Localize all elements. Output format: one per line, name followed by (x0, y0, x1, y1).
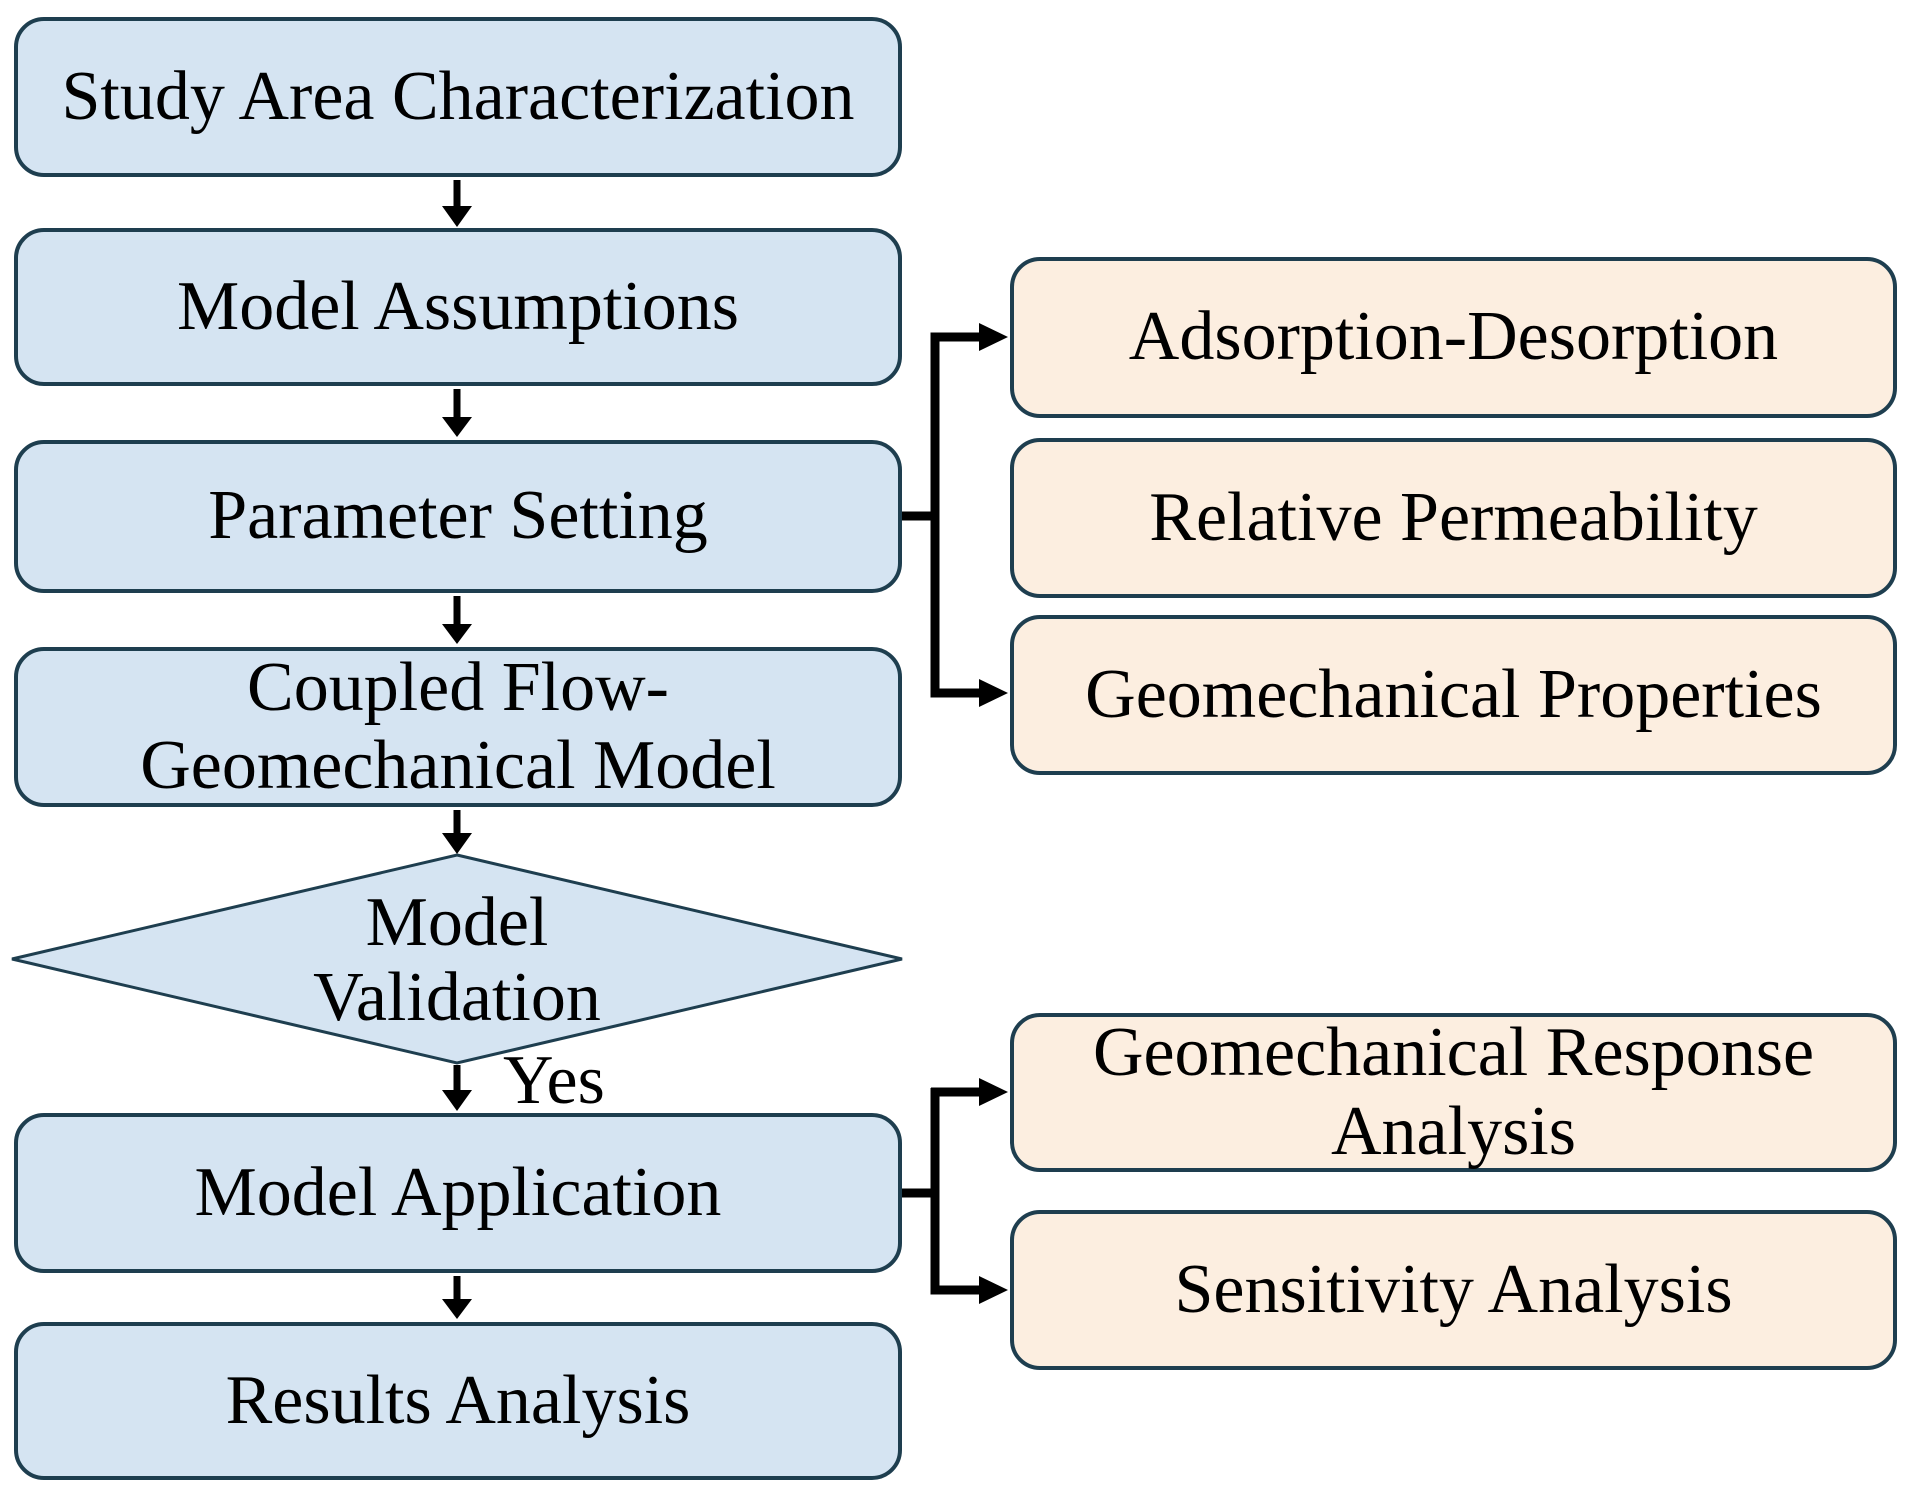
node-label: Geomechanical Response (1092, 1014, 1815, 1092)
node-label: Sensitivity Analysis (1174, 1250, 1733, 1328)
node-label: Results Analysis (225, 1361, 691, 1439)
node-sensitivity-analysis: Sensitivity Analysis (1010, 1210, 1897, 1370)
node-label: Model Application (194, 1153, 722, 1231)
node-label: Adsorption-Desorption (1128, 298, 1779, 376)
node-study-area-characterization: Study Area Characterization (14, 17, 902, 177)
node-label: Model Assumptions (176, 267, 740, 345)
node-relative-permeability: Relative Permeability (1010, 438, 1897, 598)
node-label: Parameter Setting (208, 477, 708, 555)
down-arrow (442, 596, 472, 644)
node-parameter-setting: Parameter Setting (14, 440, 902, 593)
node-label: Geomechanical Properties (1085, 655, 1822, 733)
node-label: Study Area Characterization (61, 57, 855, 135)
node-adsorption-desorption: Adsorption-Desorption (1010, 257, 1897, 418)
node-geomechanical-properties: Geomechanical Properties (1010, 615, 1897, 775)
node-label: Analysis (1331, 1092, 1576, 1170)
node-label: Geomechanical Model (140, 727, 776, 804)
down-arrow (442, 1276, 472, 1319)
node-label: Validation (313, 958, 601, 1036)
node-coupled-flow-geomechanical-model: Coupled Flow- Geomechanical Model (14, 647, 902, 807)
node-label: Relative Permeability (1149, 478, 1758, 556)
parameter-setting-branch (898, 323, 1008, 707)
decision-yes-label: Yes (503, 1042, 605, 1119)
node-model-validation: Model Validation (12, 858, 902, 1063)
node-geomechanical-response-analysis: Geomechanical Response Analysis (1010, 1013, 1897, 1172)
node-results-analysis: Results Analysis (14, 1322, 902, 1480)
down-arrow (442, 810, 472, 854)
node-model-assumptions: Model Assumptions (14, 228, 902, 386)
down-arrow-yes (442, 1065, 472, 1111)
down-arrow (442, 180, 472, 227)
model-application-branch (898, 1078, 1008, 1304)
down-arrow (442, 389, 472, 437)
node-label: Model (365, 883, 549, 961)
decision-diamond-shape (11, 853, 903, 1065)
node-model-application: Model Application (14, 1113, 902, 1273)
node-label: Coupled Flow- (247, 648, 669, 726)
